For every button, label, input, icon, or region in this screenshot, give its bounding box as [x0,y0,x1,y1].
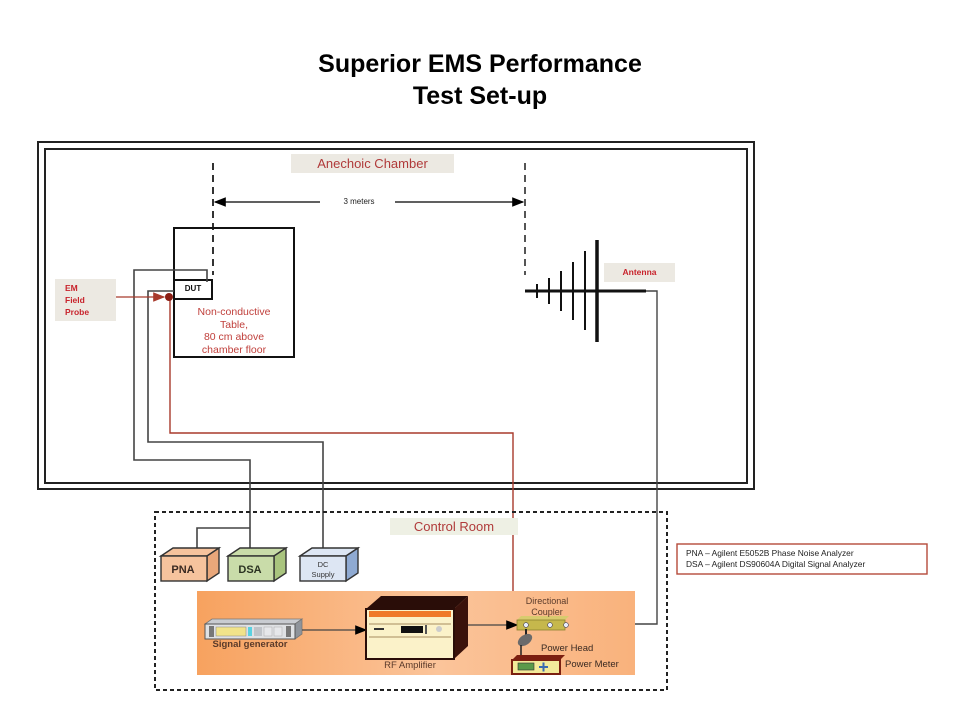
control-room-label: Control Room [390,518,518,535]
instrument-front-face [299,555,347,582]
power-head-icon [517,629,533,655]
legend-text: PNA – Agilent E5052B Phase Noise Analyze… [686,548,926,570]
chamber-inner-wall [44,148,748,484]
power-meter-icon [511,655,565,675]
dsa-label: DSA [238,564,262,576]
legend-line-pna: PNA – Agilent E5052B Phase Noise Analyze… [686,548,854,558]
pna-instrument [158,546,222,583]
instrument-front-face [160,555,208,582]
dc-supply-instrument [297,546,361,583]
antenna-label: Antenna [604,263,675,282]
slide-title-line1: Superior EMS Performance [318,50,642,78]
coupler-label-line: Directional [525,596,569,606]
slide-title-line2: Test Set-up [412,82,548,110]
probe-label-line: EM [65,283,78,293]
dc-supply-line: Supply [311,570,335,579]
probe-label-line: Probe [65,307,90,317]
anechoic-chamber-label: Anechoic Chamber [291,154,454,173]
table-desc-line: Non-conductive [197,306,271,318]
table-desc-line: Table, [219,318,249,331]
power-meter-label: Power Meter [565,659,619,670]
cable-dut-to-dc-supply [147,290,324,556]
em-field-probe-label: EM Field Probe [55,279,116,321]
coupler-label-line: Coupler [531,607,563,617]
directional-coupler-icon [516,616,569,631]
cable-pna-branch [196,527,250,556]
pna-label: PNA [171,564,195,576]
dc-supply-line: DC [317,560,329,569]
probe-label-line: Field [65,295,85,305]
instrument-front-face [227,555,275,582]
dc-supply-label: DC Supply [300,560,346,580]
cable-probe-to-power-meter [169,297,514,660]
signal-generator-icon [203,618,304,640]
signal-generator-label: Signal generator [212,639,288,650]
table-desc-line: chamber floor [201,343,267,356]
directional-coupler-label: Directional Coupler [510,596,584,618]
power-head-label: Power Head [541,643,594,654]
dsa-instrument [225,546,289,583]
em-field-probe-icon [165,293,173,301]
rf-amplifier-label: RF Amplifier [384,660,436,671]
legend-line-dsa: DSA – Agilent DS90604A Digital Signal An… [686,559,866,569]
cable-antenna-to-coupler [567,290,658,625]
antenna-icon [525,240,646,342]
chamber-outer-wall [37,141,755,490]
dut-label: DUT [184,284,202,293]
distance-label: 3 meters [343,197,375,206]
control-room-boundary [154,511,668,691]
cable-dut-to-dsa [133,269,251,556]
legend-box [676,543,928,575]
rf-amplifier-icon [365,596,468,660]
dut-box [173,279,213,300]
table-description: Non-conductive Table, 80 cm above chambe… [176,306,292,356]
table-desc-line: 80 cm above [203,331,265,343]
